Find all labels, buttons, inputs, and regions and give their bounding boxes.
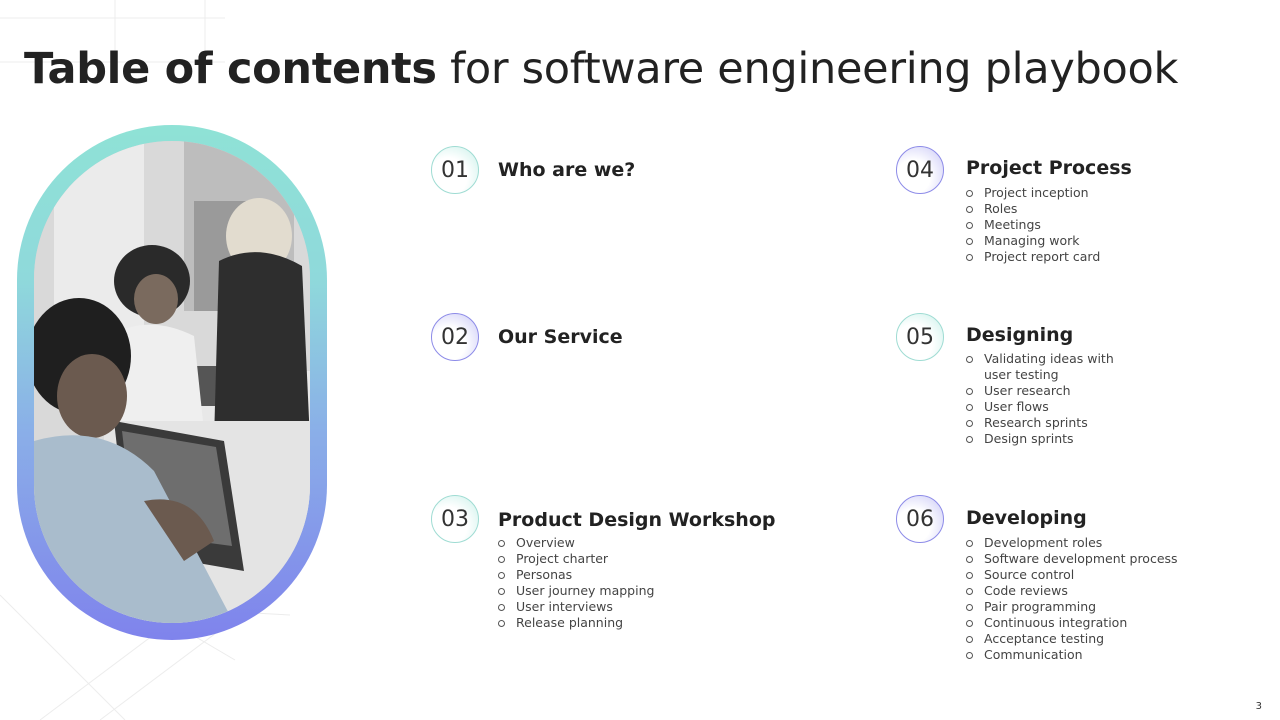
list-item: Design sprints bbox=[966, 431, 1114, 447]
bullet-icon bbox=[966, 238, 973, 245]
bullet-icon bbox=[966, 556, 973, 563]
photo-frame bbox=[17, 125, 327, 640]
item-02-number-badge: 02 bbox=[431, 313, 479, 361]
item-01-number-badge: 01 bbox=[431, 146, 479, 194]
title-rest: for software engineering playbook bbox=[450, 44, 1179, 94]
bullet-icon bbox=[966, 604, 973, 611]
list-item: Development roles bbox=[966, 535, 1178, 551]
list-item: Pair programming bbox=[966, 599, 1178, 615]
bullet-icon bbox=[498, 572, 505, 579]
list-item: Acceptance testing bbox=[966, 631, 1178, 647]
list-item: User research bbox=[966, 383, 1114, 399]
list-item: Overview bbox=[498, 535, 654, 551]
item-06-number-badge: 06 bbox=[896, 495, 944, 543]
bullet-icon bbox=[966, 404, 973, 411]
bullet-icon bbox=[966, 572, 973, 579]
item-01-title[interactable]: Who are we? bbox=[498, 159, 636, 181]
item-02-title[interactable]: Our Service bbox=[498, 326, 623, 348]
bullet-icon bbox=[966, 356, 973, 363]
team-photo bbox=[34, 141, 310, 623]
bullet-icon bbox=[498, 540, 505, 547]
team-photo-illustration bbox=[34, 141, 310, 623]
item-06-title[interactable]: Developing bbox=[966, 507, 1087, 529]
list-item: Project charter bbox=[498, 551, 654, 567]
bullet-icon bbox=[966, 636, 973, 643]
bullet-icon bbox=[966, 620, 973, 627]
bullet-icon bbox=[498, 620, 505, 627]
list-item: Project report card bbox=[966, 249, 1100, 265]
list-item: User journey mapping bbox=[498, 583, 654, 599]
bullet-icon bbox=[966, 254, 973, 261]
list-item: Managing work bbox=[966, 233, 1100, 249]
item-04-number-badge: 04 bbox=[896, 146, 944, 194]
item-03-number-badge: 03 bbox=[431, 495, 479, 543]
list-item: Communication bbox=[966, 647, 1178, 663]
bullet-icon bbox=[498, 588, 505, 595]
list-item: Source control bbox=[966, 567, 1178, 583]
bullet-icon bbox=[966, 652, 973, 659]
list-item: Code reviews bbox=[966, 583, 1178, 599]
list-item: Continuous integration bbox=[966, 615, 1178, 631]
bullet-icon bbox=[966, 222, 973, 229]
bullet-icon bbox=[966, 588, 973, 595]
item-04-subitems: Project inception Roles Meetings Managin… bbox=[966, 185, 1100, 265]
bullet-icon bbox=[966, 190, 973, 197]
bullet-icon bbox=[498, 604, 505, 611]
bullet-icon bbox=[498, 556, 505, 563]
item-06-subitems: Development roles Software development p… bbox=[966, 535, 1178, 663]
item-05-number-badge: 05 bbox=[896, 313, 944, 361]
list-item: Software development process bbox=[966, 551, 1178, 567]
item-05-title[interactable]: Designing bbox=[966, 324, 1074, 346]
bullet-icon bbox=[966, 388, 973, 395]
list-item: Release planning bbox=[498, 615, 654, 631]
page-number: 3 bbox=[1255, 701, 1262, 712]
item-04-title[interactable]: Project Process bbox=[966, 157, 1132, 179]
list-item: Roles bbox=[966, 201, 1100, 217]
item-03-title[interactable]: Product Design Workshop bbox=[498, 509, 776, 531]
list-item: User flows bbox=[966, 399, 1114, 415]
bullet-icon bbox=[966, 206, 973, 213]
list-item: Research sprints bbox=[966, 415, 1114, 431]
bullet-icon bbox=[966, 540, 973, 547]
list-item: Meetings bbox=[966, 217, 1100, 233]
item-03-subitems: Overview Project charter Personas User j… bbox=[498, 535, 654, 631]
page-title: Table of contents for software engineeri… bbox=[24, 44, 1178, 94]
list-item: Personas bbox=[498, 567, 654, 583]
bullet-icon bbox=[966, 420, 973, 427]
bullet-icon bbox=[966, 436, 973, 443]
list-item: Project inception bbox=[966, 185, 1100, 201]
title-bold: Table of contents bbox=[24, 44, 437, 94]
list-item: User interviews bbox=[498, 599, 654, 615]
